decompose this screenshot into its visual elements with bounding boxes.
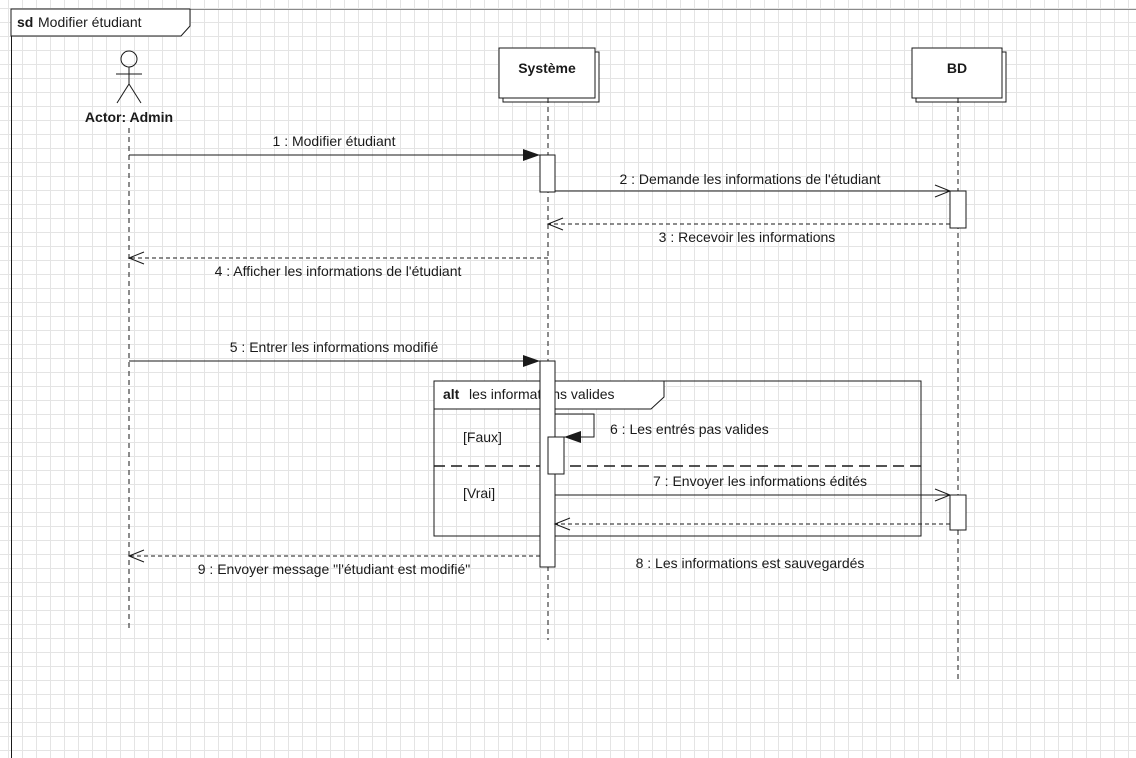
message-2-label: 2 : Demande les informations de l'étudia… — [619, 171, 880, 187]
activation-systeme-self — [547, 436, 565, 475]
frame-name: Modifier étudiant — [38, 14, 142, 30]
participant-systeme[interactable]: Système — [498, 47, 600, 103]
actor-left-leg — [116, 83, 130, 104]
alt-guard-faux: [Faux] — [463, 429, 502, 445]
message-7-label: 7 : Envoyer les informations édités — [653, 473, 867, 489]
message-6-arrow — [555, 413, 595, 443]
alt-guard-vrai: [Vrai] — [463, 485, 495, 501]
message-4-label: 4 : Afficher les informations de l'étudi… — [215, 263, 462, 279]
message-8-label: 8 : Les informations est sauvegardés — [636, 555, 865, 571]
frame-top-border — [11, 9, 1136, 10]
frame-header: sd Modifier étudiant — [10, 8, 191, 37]
alt-fragment: alt les informations valides [Faux] [Vra… — [433, 380, 922, 537]
actor-admin[interactable] — [116, 50, 142, 104]
frame-left-border — [11, 9, 12, 758]
actor-admin-label: Actor: Admin — [85, 109, 173, 125]
activation-bd-2 — [949, 494, 967, 531]
participant-bd[interactable]: BD — [911, 47, 1007, 103]
participant-bd-label: BD — [947, 60, 967, 76]
message-5-label: 5 : Entrer les informations modifié — [230, 339, 439, 355]
message-6-label: 6 : Les entrés pas valides — [610, 421, 769, 437]
activation-bd-1 — [949, 190, 967, 229]
participant-systeme-label: Système — [518, 60, 576, 76]
actor-head — [120, 50, 138, 68]
message-1-label: 1 : Modifier étudiant — [273, 133, 396, 149]
message-3-label: 3 : Recevoir les informations — [659, 229, 836, 245]
frame-keyword: sd — [17, 14, 33, 30]
actor-right-leg — [128, 83, 142, 104]
message-9-label: 9 : Envoyer message "l'étudiant est modi… — [198, 561, 471, 577]
activation-systeme-1 — [539, 154, 556, 193]
alt-keyword: alt — [443, 386, 460, 402]
